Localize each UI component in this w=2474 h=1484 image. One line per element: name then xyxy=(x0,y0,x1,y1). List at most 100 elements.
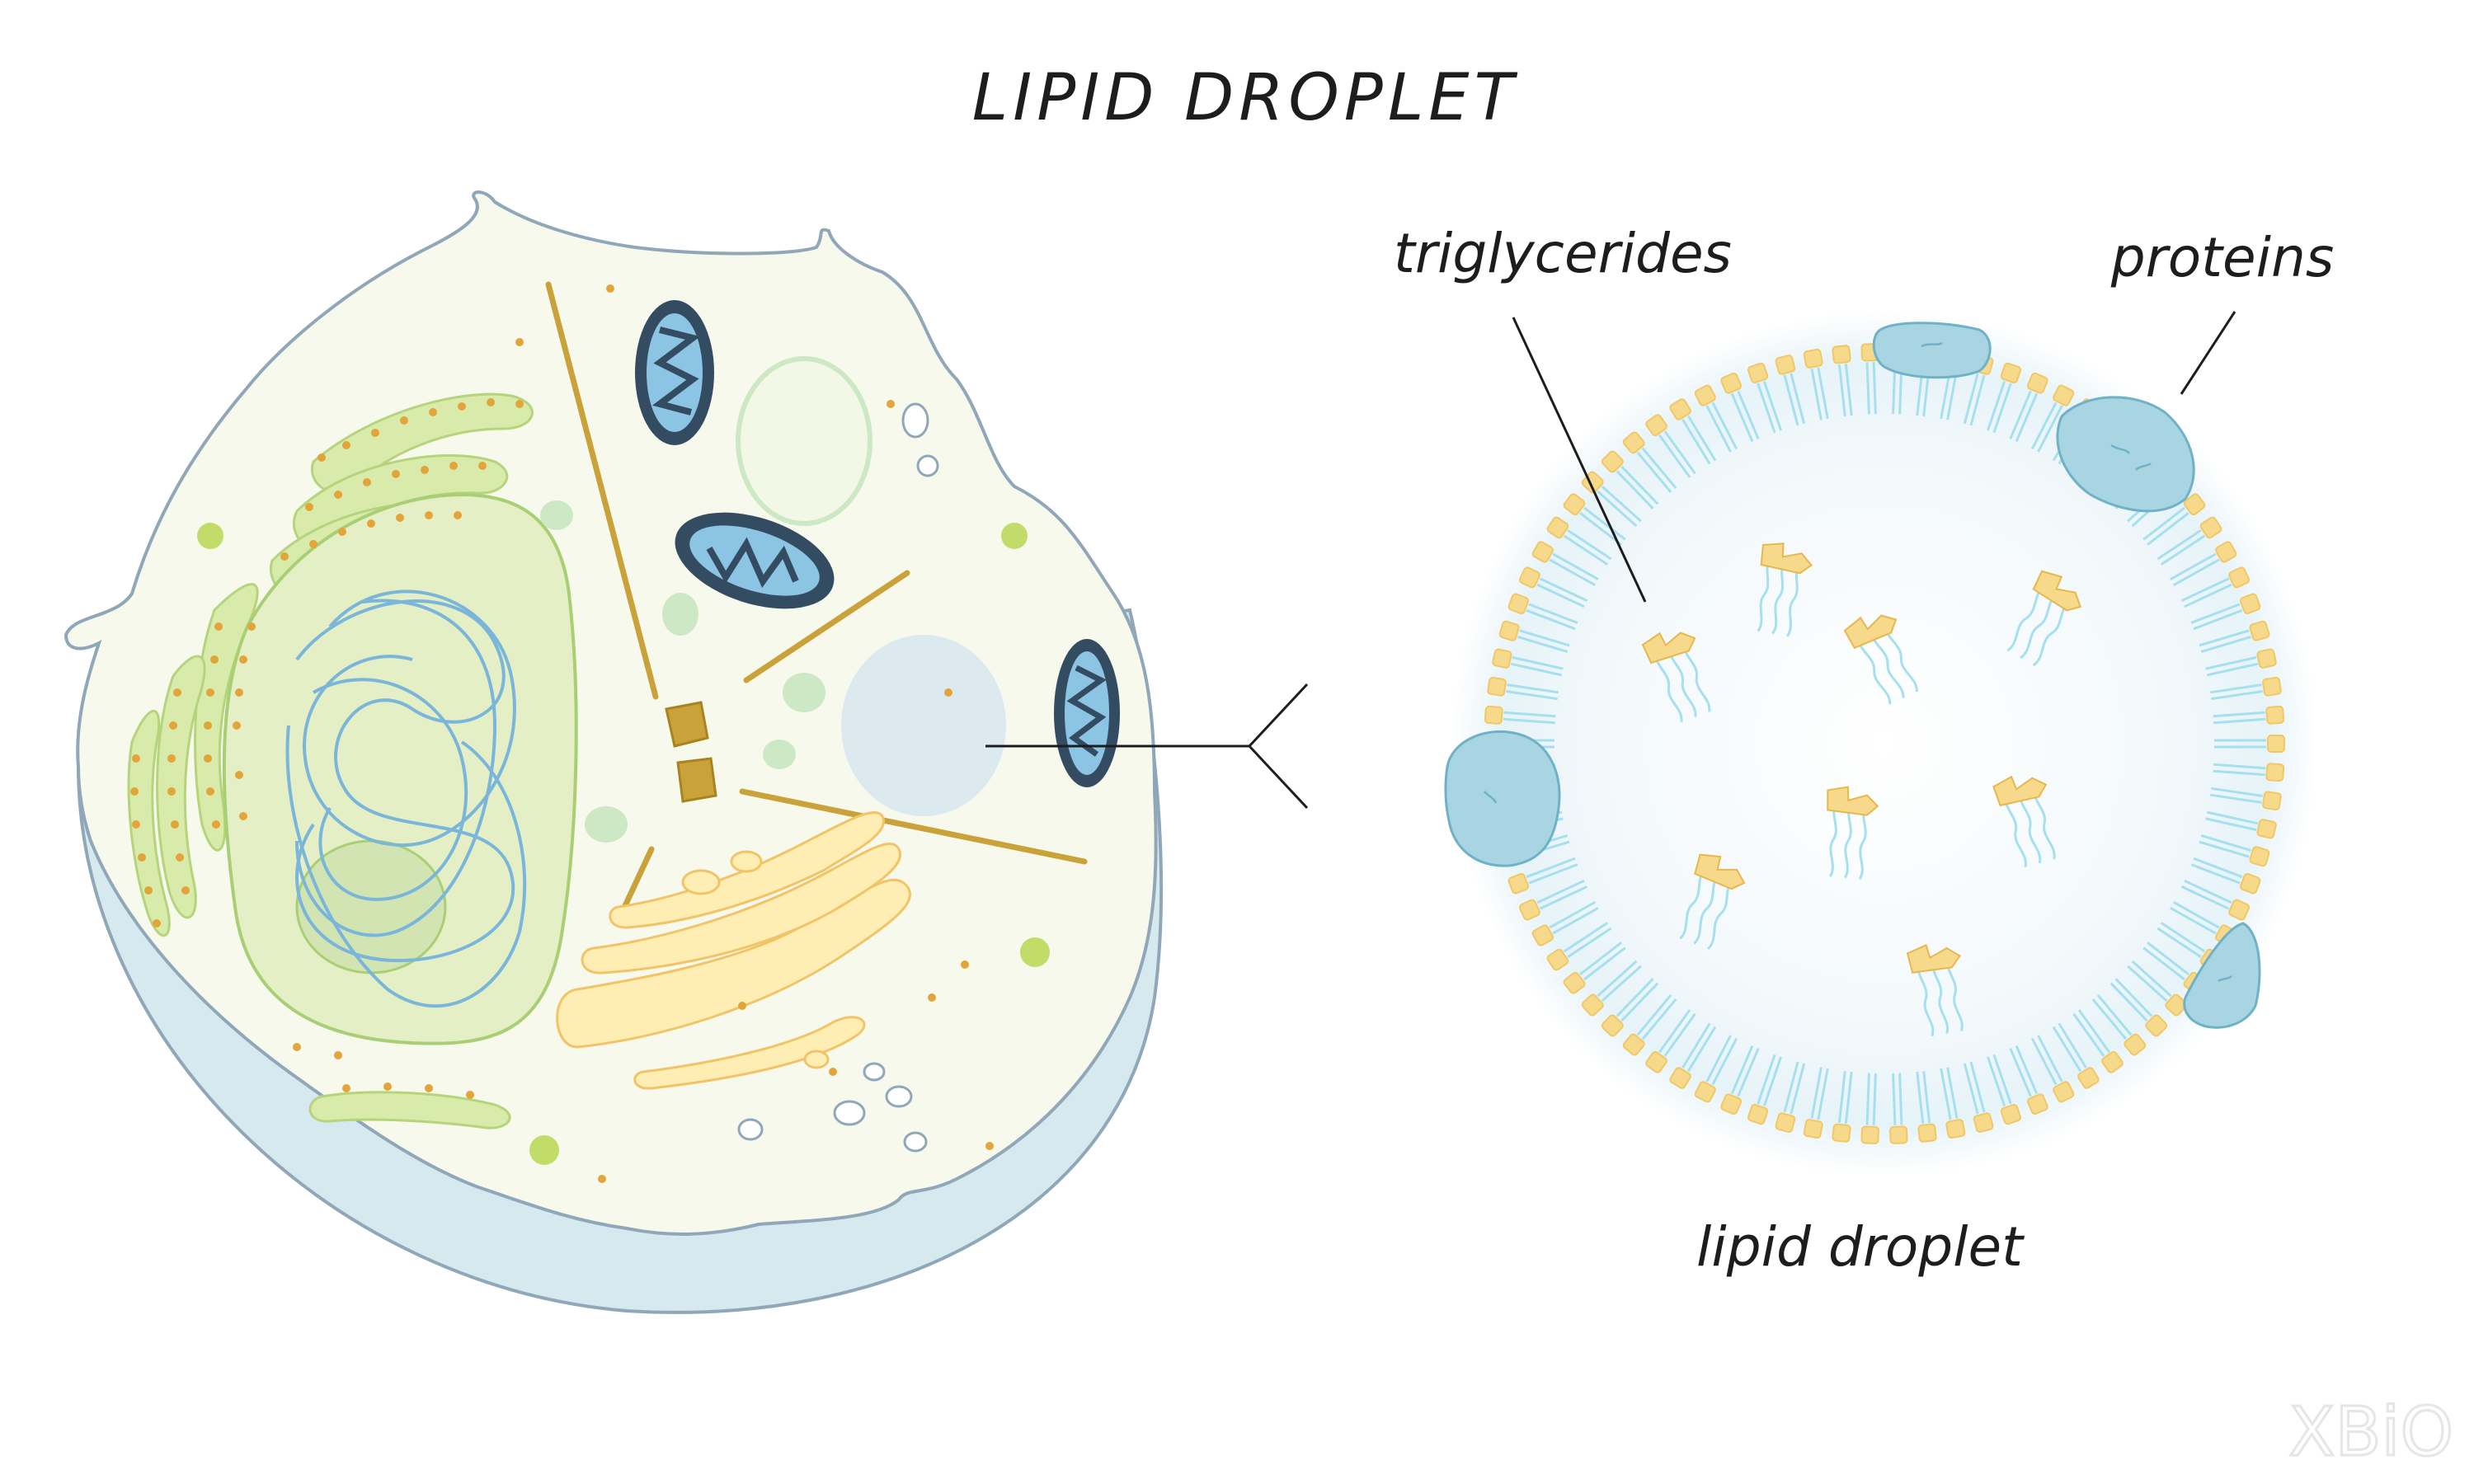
phospholipid xyxy=(1747,362,1783,434)
phospholipid xyxy=(2052,1022,2100,1089)
phospholipid xyxy=(1581,960,1642,1017)
phospholipid xyxy=(1531,541,1599,587)
phospholipid xyxy=(1546,922,1612,971)
triglyceride xyxy=(1641,632,1711,722)
ribosome xyxy=(176,853,184,862)
lipid-droplet-magnified xyxy=(1444,311,2317,1176)
ribosome xyxy=(425,511,433,519)
ribosome xyxy=(317,453,326,462)
protein xyxy=(1444,730,1561,867)
ribosome xyxy=(130,787,139,796)
phospholipid xyxy=(1860,1073,1879,1144)
droplet-core xyxy=(1451,311,2317,1176)
label-proteins: proteins xyxy=(2110,226,2334,289)
ribosome xyxy=(334,1051,342,1059)
ribosome xyxy=(944,688,952,697)
ribosome xyxy=(280,552,289,561)
phospholipid xyxy=(1889,1073,1908,1144)
ribosome xyxy=(167,754,176,763)
ribosome xyxy=(458,402,466,411)
ribosome xyxy=(214,622,223,631)
triglycerides xyxy=(1641,542,2082,1037)
phospholipid xyxy=(2157,516,2222,566)
ribosome xyxy=(239,812,247,820)
phospholipid xyxy=(2205,648,2277,677)
phospholipid xyxy=(1546,516,1612,566)
phospholipid xyxy=(1694,384,1738,453)
phospholipid xyxy=(2127,960,2188,1017)
ribosome xyxy=(363,478,371,486)
surface-proteins xyxy=(1444,322,2261,1029)
phospholipid xyxy=(2142,493,2206,546)
phospholipid xyxy=(1507,593,1578,631)
phospholipid xyxy=(1669,1022,1717,1089)
ribosome xyxy=(233,721,241,730)
phospholipid xyxy=(2009,372,2048,442)
ribosome xyxy=(212,820,220,829)
label-triglycerides: triglycerides xyxy=(1394,222,1732,285)
ribosome xyxy=(371,429,379,437)
ribosome xyxy=(421,466,429,474)
phospholipid xyxy=(1963,1061,1994,1133)
animal-cell xyxy=(63,190,1164,1314)
ribosomes xyxy=(130,284,994,1183)
ribosome xyxy=(598,1175,606,1183)
ribosome xyxy=(132,820,140,829)
peroxisomes xyxy=(197,523,1050,1165)
phospholipid xyxy=(2109,978,2168,1037)
triglyceride xyxy=(2006,570,2082,667)
mitochondrion xyxy=(635,300,714,445)
mitochondria xyxy=(635,300,1120,787)
ribosome xyxy=(487,398,495,406)
lysosomes xyxy=(540,500,825,843)
cytoskeleton xyxy=(545,281,1088,914)
triglyceride xyxy=(1906,943,1964,1037)
phospholipid xyxy=(2009,1045,2048,1115)
phospholipid xyxy=(2180,566,2251,608)
ribosome xyxy=(887,400,895,408)
ribosome xyxy=(247,622,256,631)
triglyceride xyxy=(1757,542,1813,637)
label-lipid-droplet: lipid droplet xyxy=(1696,1215,2025,1279)
ribosome xyxy=(309,540,317,548)
ribosome xyxy=(367,519,375,528)
ribosome xyxy=(606,284,614,293)
phospholipid xyxy=(2072,1009,2124,1073)
phospholipid xyxy=(2030,1035,2075,1103)
ribosome xyxy=(449,462,458,470)
ribosome xyxy=(425,1084,433,1092)
ribosome xyxy=(738,1002,746,1010)
phospholipid xyxy=(1669,398,1717,465)
phospholipid xyxy=(1487,676,1559,701)
ribosome xyxy=(171,820,179,829)
phospholipid xyxy=(1803,348,1829,420)
phospholipid xyxy=(2190,857,2261,895)
ribosome xyxy=(454,511,462,519)
ribosome xyxy=(429,408,437,416)
phospholipid xyxy=(1645,1009,1696,1073)
title: LIPID DROPLET xyxy=(972,61,1518,135)
phospholipid xyxy=(1803,1067,1829,1139)
phospholipid xyxy=(2190,593,2261,631)
phospholipid xyxy=(1518,879,1588,921)
phospholipid xyxy=(2209,787,2282,811)
phospholipid xyxy=(1720,372,1760,442)
mitochondrion xyxy=(675,512,835,609)
ribosome xyxy=(478,462,487,470)
phospholipid xyxy=(2180,879,2251,921)
phospholipid xyxy=(2209,676,2282,701)
ribosome xyxy=(400,416,408,425)
ribosome xyxy=(181,886,190,895)
phospholipid xyxy=(1601,450,1659,510)
ribosome xyxy=(206,688,214,697)
golgi-apparatus xyxy=(556,811,911,1090)
ribosome xyxy=(132,754,140,763)
ribosome xyxy=(338,528,346,536)
ribosome xyxy=(153,919,161,928)
ribosome xyxy=(204,754,212,763)
phospholipid xyxy=(1832,1071,1853,1143)
label-pointers xyxy=(1512,311,2236,603)
ribosome xyxy=(342,1084,350,1092)
zoom-connector xyxy=(985,683,1309,810)
phospholipid xyxy=(1775,1061,1806,1133)
